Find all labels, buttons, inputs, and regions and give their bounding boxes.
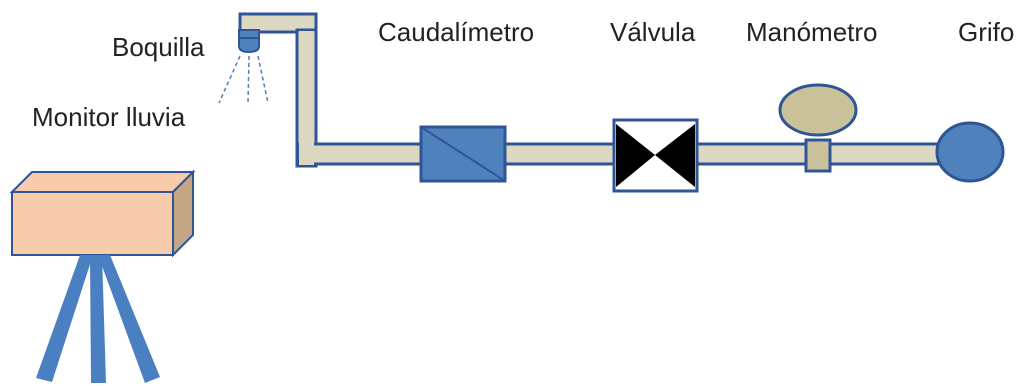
monitor-front-face [11, 191, 174, 256]
tap-label: Grifo [958, 17, 1014, 47]
valve-left-wedge [616, 124, 655, 187]
spray-line-right [257, 55, 269, 104]
manometer-connector [804, 138, 832, 173]
valve-right-wedge [655, 124, 695, 187]
rain-monitor-label: Monitor lluvia [32, 102, 186, 132]
tripod-right-leg [98, 255, 160, 383]
spray-lines [218, 55, 269, 105]
monitor-top-face [9, 171, 196, 193]
tripod [36, 255, 160, 383]
flowmeter-diagonal [420, 126, 506, 182]
flowmeter-label: Caudalímetro [378, 17, 534, 47]
pipe-joint-cover [299, 31, 314, 165]
nozzle [238, 29, 260, 54]
manometer-label: Manómetro [746, 17, 878, 47]
manometer-dial [778, 83, 858, 137]
nozzle-label: Boquilla [112, 32, 205, 62]
nozzle-head [238, 37, 260, 54]
tripod-left-leg [36, 255, 93, 382]
valve [612, 118, 699, 193]
top-horizontal-pipe [238, 12, 318, 34]
nozzle-collar [238, 29, 260, 39]
manometer [778, 83, 858, 173]
tap [935, 121, 1005, 183]
rain-monitor [9, 169, 196, 258]
flowmeter [419, 125, 507, 183]
tripod-center-leg [90, 255, 106, 383]
spray-line-center [247, 55, 250, 105]
spray-line-left [218, 55, 241, 104]
valve-label: Válvula [610, 17, 696, 47]
